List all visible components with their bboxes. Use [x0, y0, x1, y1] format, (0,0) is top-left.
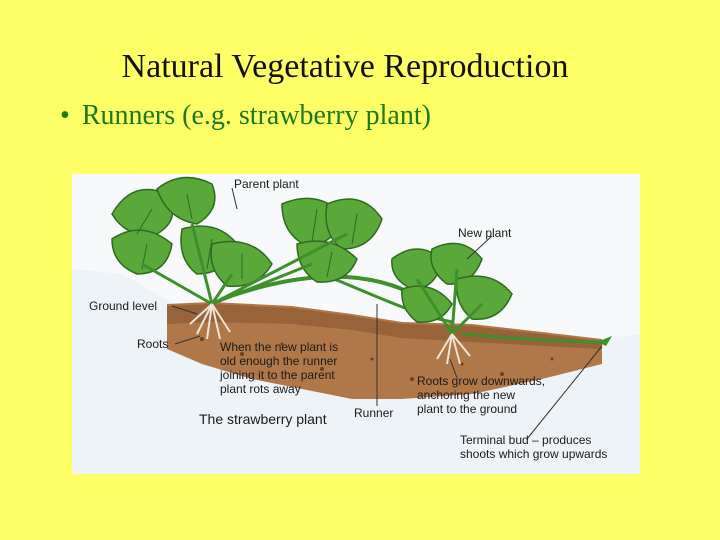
- strawberry-diagram: Parent plant New plant Ground level Root…: [72, 174, 640, 474]
- runner-stem-3: [461, 332, 603, 344]
- label-runner: Runner: [354, 406, 394, 420]
- new-plant-roots: [436, 333, 471, 365]
- parent-roots: [189, 303, 231, 340]
- label-ground-level: Ground level: [89, 299, 158, 313]
- new-plant-stems: [415, 268, 484, 336]
- bullet-text: Runners (e.g. strawberry plant): [81, 100, 431, 131]
- label-terminal-bud: Terminal bud – produces shoots which gro…: [460, 433, 608, 461]
- pointer-lines: [171, 187, 603, 440]
- bullet-dot: •: [60, 100, 70, 131]
- soil-band: [167, 302, 602, 399]
- label-runner-rots: When the new plant is old enough the run…: [220, 340, 339, 396]
- label-roots: Roots: [137, 337, 169, 351]
- terminal-bud: [597, 336, 612, 346]
- diagram-caption: The strawberry plant: [199, 411, 327, 427]
- diagram-illustration: [72, 174, 640, 474]
- soil-texture: [200, 337, 554, 381]
- slide-title: Natural Vegetative Reproduction: [121, 48, 569, 85]
- parent-stems: [141, 223, 348, 306]
- label-parent-plant: Parent plant: [234, 177, 299, 191]
- label-new-plant: New plant: [458, 226, 512, 240]
- bullet-item: • Runners (e.g. strawberry plant): [60, 100, 431, 132]
- label-roots-grow: Roots grow downwards, anchoring the new …: [417, 374, 546, 416]
